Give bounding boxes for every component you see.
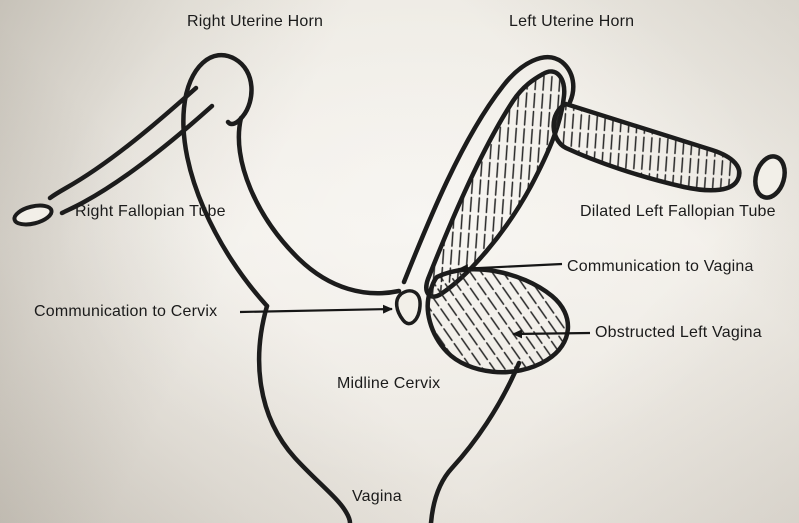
label-left-uterine-horn: Left Uterine Horn bbox=[509, 13, 635, 30]
label-obstructed-left-vagina: Obstructed Left Vagina bbox=[595, 324, 762, 341]
label-communication-to-cervix: Communication to Cervix bbox=[34, 303, 218, 320]
uterine-body-and-vagina-drawing bbox=[256, 303, 522, 523]
obstructed-left-vagina-drawing bbox=[425, 267, 571, 375]
dilated-left-fallopian-tube-drawing bbox=[551, 101, 742, 193]
left-uterine-horn-outer-wall bbox=[401, 55, 576, 285]
communication-to-cervix-arrow bbox=[239, 304, 393, 314]
obstructed-left-vagina-arrow bbox=[512, 329, 591, 339]
right-ovary-oval bbox=[12, 203, 54, 227]
label-vagina: Vagina bbox=[352, 488, 402, 505]
label-midline-cervix: Midline Cervix bbox=[337, 375, 441, 392]
label-right-uterine-horn: Right Uterine Horn bbox=[187, 13, 324, 30]
label-right-fallopian-tube: Right Fallopian Tube bbox=[75, 203, 226, 220]
communication-to-vagina-arrow bbox=[458, 262, 563, 274]
right-uterine-horn-drawing bbox=[181, 52, 402, 309]
label-dilated-left-fallopian-tube: Dilated Left Fallopian Tube bbox=[580, 203, 776, 220]
midline-cervix-drawing bbox=[394, 289, 422, 326]
left-ovary-oval bbox=[753, 154, 787, 200]
label-communication-to-vagina: Communication to Vagina bbox=[567, 258, 754, 275]
annotation-arrows bbox=[239, 262, 591, 339]
